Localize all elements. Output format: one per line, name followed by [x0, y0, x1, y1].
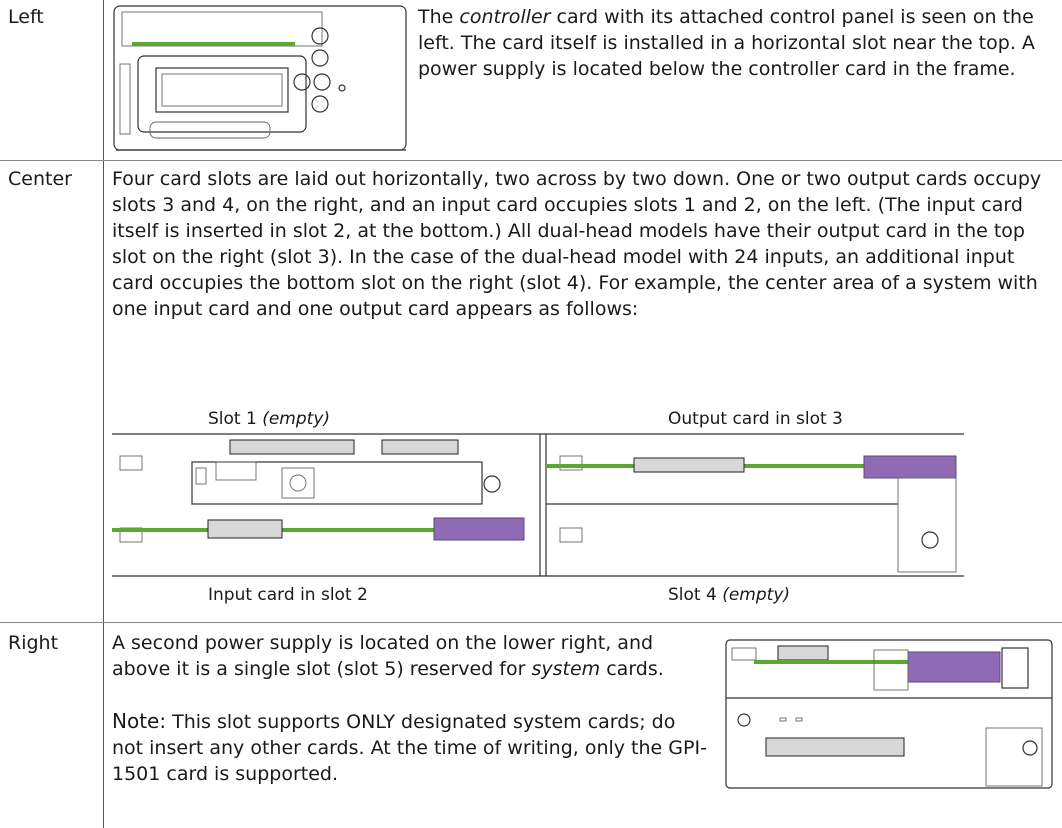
row-label-left: Left — [8, 6, 44, 28]
divider-left-center — [0, 160, 1062, 161]
table-column-divider — [103, 0, 104, 160]
slot3-label: Output card in slot 3 — [668, 409, 843, 429]
slot4-label: Slot 4 (empty) — [668, 585, 791, 605]
system-slot-figure — [725, 639, 1053, 789]
table-column-divider-center — [103, 161, 104, 622]
controller-card-figure — [113, 5, 407, 151]
right-description: A second power supply is located on the … — [112, 632, 664, 680]
divider-center-right — [0, 622, 1062, 623]
left-description: The controller card with its attached co… — [418, 6, 1035, 80]
row-label-center: Center — [8, 168, 72, 190]
slot2-label: Input card in slot 2 — [208, 585, 368, 605]
right-note: Note: This slot supports ONLY designated… — [112, 709, 707, 785]
center-description: Four card slots are laid out horizontall… — [112, 168, 1042, 320]
row-label-right: Right — [8, 632, 59, 654]
center-slots-figure — [112, 433, 964, 577]
table-column-divider-right — [103, 623, 104, 828]
slot1-label: Slot 1 (empty) — [208, 409, 331, 429]
